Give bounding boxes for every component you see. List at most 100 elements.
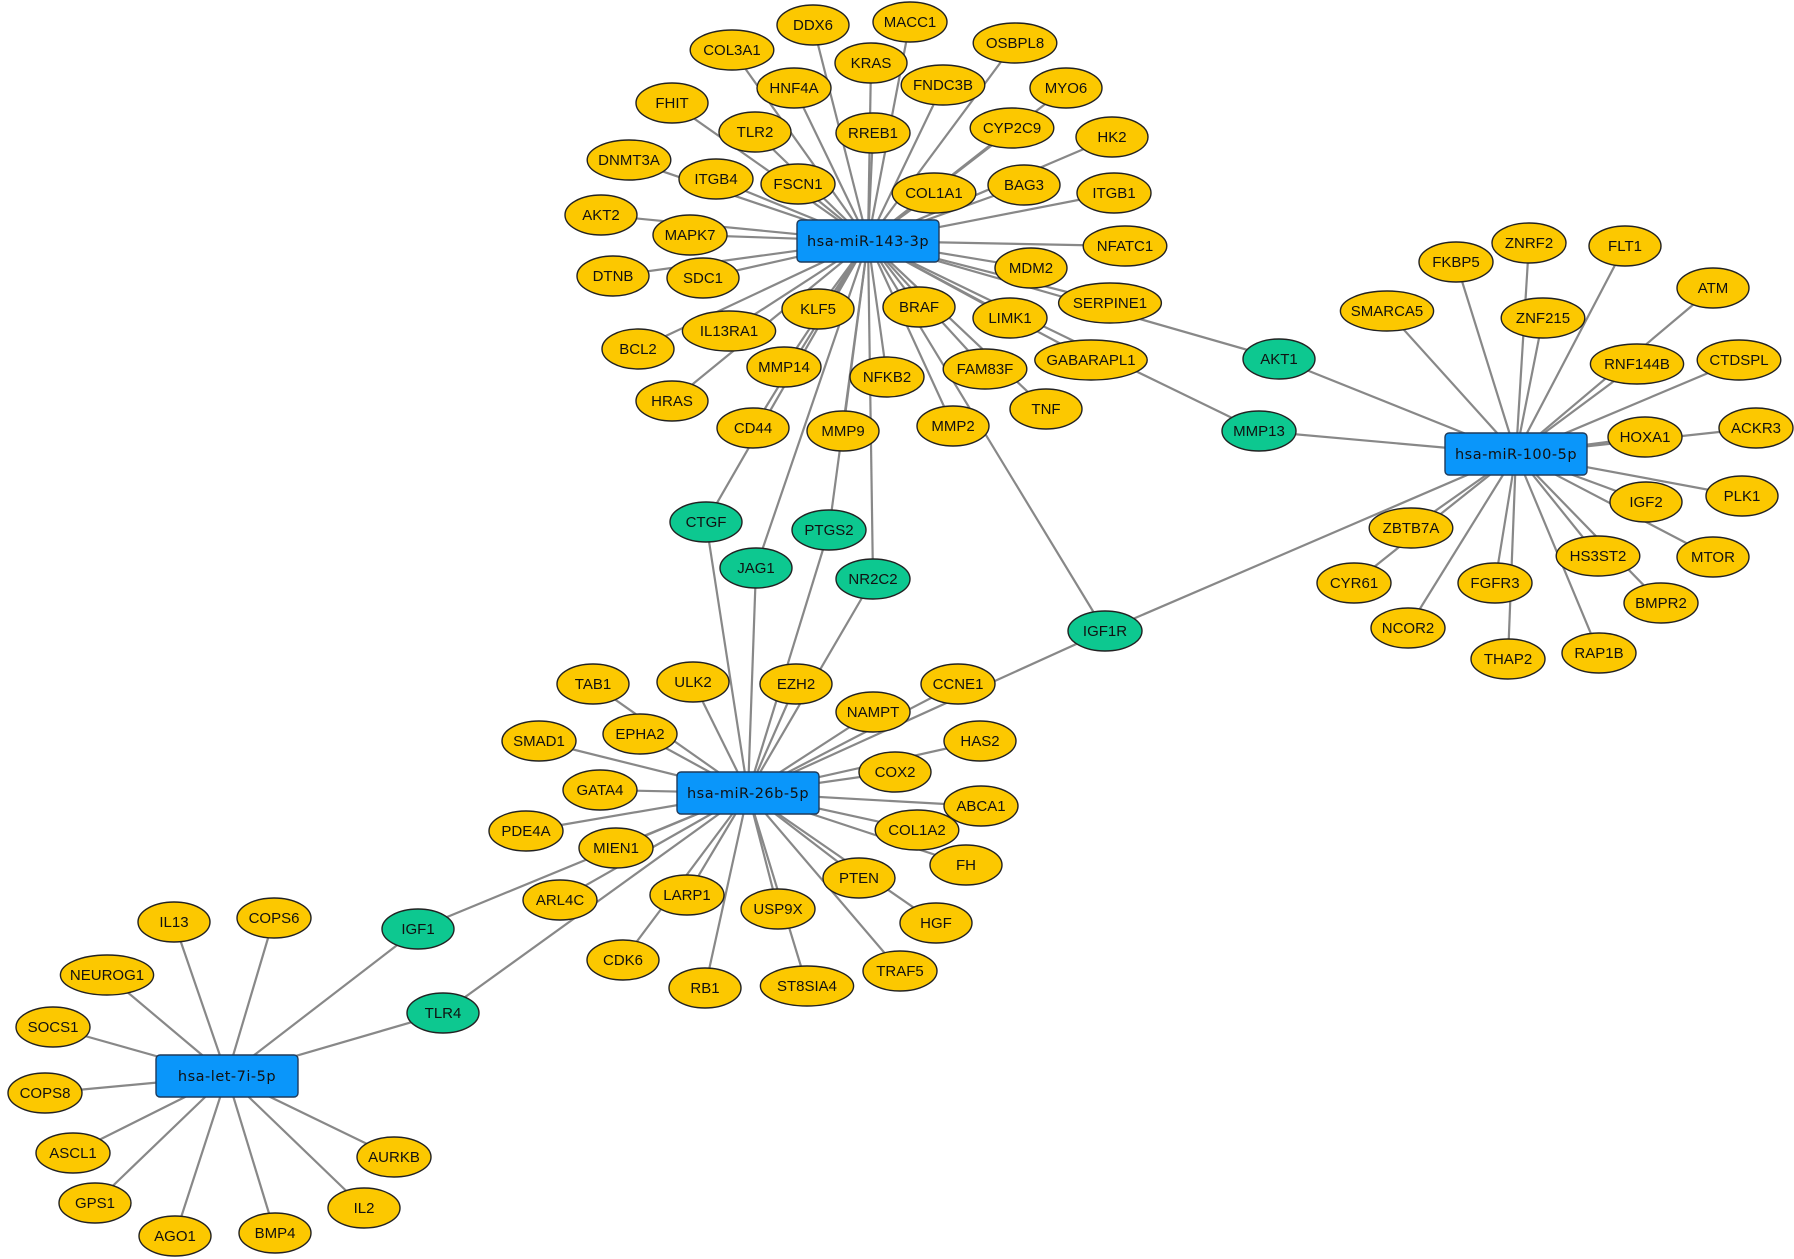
target-node-bmpr2[interactable]: BMPR2 bbox=[1623, 582, 1699, 624]
target-node-fam83f[interactable]: FAM83F bbox=[942, 348, 1028, 390]
target-node-mien1[interactable]: MIEN1 bbox=[578, 827, 654, 869]
target-node-abca1[interactable]: ABCA1 bbox=[943, 785, 1019, 827]
target-node-plk1[interactable]: PLK1 bbox=[1705, 475, 1779, 517]
target-node-gata4[interactable]: GATA4 bbox=[562, 769, 638, 811]
target-node-flt1[interactable]: FLT1 bbox=[1588, 225, 1662, 267]
target-node-cyr61[interactable]: CYR61 bbox=[1316, 562, 1392, 604]
target-node-cox2[interactable]: COX2 bbox=[858, 751, 932, 793]
shared-target-node-ptgs2[interactable]: PTGS2 bbox=[791, 509, 867, 551]
shared-target-node-mmp13[interactable]: MMP13 bbox=[1221, 410, 1297, 452]
target-node-larp1[interactable]: LARP1 bbox=[649, 874, 725, 916]
target-node-nampt[interactable]: NAMPT bbox=[835, 691, 911, 733]
target-node-pten[interactable]: PTEN bbox=[822, 857, 896, 899]
target-node-thap2[interactable]: THAP2 bbox=[1470, 638, 1546, 680]
target-node-hgf[interactable]: HGF bbox=[899, 902, 973, 944]
target-node-bcl2[interactable]: BCL2 bbox=[601, 328, 675, 370]
target-node-rnf144b[interactable]: RNF144B bbox=[1589, 343, 1685, 385]
target-node-tnf[interactable]: TNF bbox=[1009, 388, 1083, 430]
target-node-il2[interactable]: IL2 bbox=[327, 1187, 401, 1229]
target-node-limk1[interactable]: LIMK1 bbox=[972, 297, 1048, 339]
target-node-myo6[interactable]: MYO6 bbox=[1029, 67, 1103, 109]
target-node-col1a1[interactable]: COL1A1 bbox=[891, 172, 977, 214]
shared-target-node-ctgf[interactable]: CTGF bbox=[669, 501, 743, 543]
target-node-mdm2[interactable]: MDM2 bbox=[994, 247, 1068, 289]
target-node-usp9x[interactable]: USP9X bbox=[740, 888, 816, 930]
target-node-bmp4[interactable]: BMP4 bbox=[238, 1212, 312, 1254]
target-node-hras[interactable]: HRAS bbox=[635, 380, 709, 422]
target-node-cyp2c9[interactable]: CYP2C9 bbox=[969, 107, 1055, 149]
target-node-serpine1[interactable]: SERPINE1 bbox=[1057, 282, 1163, 324]
target-node-neurog1[interactable]: NEUROG1 bbox=[59, 954, 155, 996]
mirna-node-hsa-mir-143-3p[interactable]: hsa-miR-143-3p bbox=[796, 219, 940, 263]
target-node-mtor[interactable]: MTOR bbox=[1676, 536, 1750, 578]
target-node-cdk6[interactable]: CDK6 bbox=[586, 939, 660, 981]
target-node-cops8[interactable]: COPS8 bbox=[7, 1072, 83, 1114]
target-node-col3a1[interactable]: COL3A1 bbox=[689, 29, 775, 71]
target-node-itgb1[interactable]: ITGB1 bbox=[1076, 172, 1152, 214]
target-node-arl4c[interactable]: ARL4C bbox=[522, 879, 598, 921]
target-node-col1a2[interactable]: COL1A2 bbox=[874, 809, 960, 851]
target-node-mmp14[interactable]: MMP14 bbox=[746, 346, 822, 388]
target-node-has2[interactable]: HAS2 bbox=[943, 720, 1017, 762]
target-node-socs1[interactable]: SOCS1 bbox=[15, 1006, 91, 1048]
target-node-ddx6[interactable]: DDX6 bbox=[776, 4, 850, 46]
shared-target-node-jag1[interactable]: JAG1 bbox=[719, 547, 793, 589]
target-node-klf5[interactable]: KLF5 bbox=[781, 288, 855, 330]
target-node-traf5[interactable]: TRAF5 bbox=[862, 950, 938, 992]
shared-target-node-akt1[interactable]: AKT1 bbox=[1242, 338, 1316, 380]
target-node-osbpl8[interactable]: OSBPL8 bbox=[972, 22, 1058, 64]
target-node-bag3[interactable]: BAG3 bbox=[987, 164, 1061, 206]
target-node-rreb1[interactable]: RREB1 bbox=[835, 112, 911, 154]
target-node-cd44[interactable]: CD44 bbox=[716, 407, 790, 449]
target-node-fndc3b[interactable]: FNDC3B bbox=[900, 64, 986, 106]
target-node-fgfr3[interactable]: FGFR3 bbox=[1457, 562, 1533, 604]
target-node-ncor2[interactable]: NCOR2 bbox=[1370, 607, 1446, 649]
target-node-fh[interactable]: FH bbox=[929, 844, 1003, 886]
target-node-rb1[interactable]: RB1 bbox=[668, 967, 742, 1009]
target-node-nfatc1[interactable]: NFATC1 bbox=[1082, 225, 1168, 267]
target-node-igf2[interactable]: IGF2 bbox=[1609, 481, 1683, 523]
target-node-ezh2[interactable]: EZH2 bbox=[759, 663, 833, 705]
target-node-macc1[interactable]: MACC1 bbox=[872, 1, 948, 43]
target-node-akt2[interactable]: AKT2 bbox=[564, 194, 638, 236]
target-node-hoxa1[interactable]: HOXA1 bbox=[1607, 416, 1683, 458]
target-node-mmp9[interactable]: MMP9 bbox=[806, 410, 880, 452]
target-node-znrf2[interactable]: ZNRF2 bbox=[1491, 222, 1567, 264]
target-node-smarca5[interactable]: SMARCA5 bbox=[1339, 290, 1435, 332]
target-node-pde4a[interactable]: PDE4A bbox=[488, 810, 564, 852]
target-node-ctdspl[interactable]: CTDSPL bbox=[1696, 339, 1782, 381]
target-node-cops6[interactable]: COPS6 bbox=[236, 897, 312, 939]
shared-target-node-tlr4[interactable]: TLR4 bbox=[406, 992, 480, 1034]
target-node-dtnb[interactable]: DTNB bbox=[576, 255, 650, 297]
target-node-sdc1[interactable]: SDC1 bbox=[666, 257, 740, 299]
target-node-ulk2[interactable]: ULK2 bbox=[656, 661, 730, 703]
target-node-rap1b[interactable]: RAP1B bbox=[1561, 632, 1637, 674]
target-node-ccne1[interactable]: CCNE1 bbox=[920, 663, 996, 705]
target-node-hs3st2[interactable]: HS3ST2 bbox=[1555, 535, 1641, 577]
target-node-braf[interactable]: BRAF bbox=[882, 286, 956, 328]
target-node-tab1[interactable]: TAB1 bbox=[556, 663, 630, 705]
target-node-gabarapl1[interactable]: GABARAPL1 bbox=[1034, 339, 1148, 381]
target-node-atm[interactable]: ATM bbox=[1676, 267, 1750, 309]
target-node-gps1[interactable]: GPS1 bbox=[58, 1182, 132, 1224]
target-node-ascl1[interactable]: ASCL1 bbox=[35, 1132, 111, 1174]
target-node-il13[interactable]: IL13 bbox=[137, 901, 211, 943]
target-node-st8sia4[interactable]: ST8SIA4 bbox=[759, 965, 855, 1007]
target-node-aurkb[interactable]: AURKB bbox=[356, 1136, 432, 1178]
target-node-ago1[interactable]: AGO1 bbox=[138, 1215, 212, 1257]
target-node-nfkb2[interactable]: NFKB2 bbox=[849, 356, 925, 398]
mirna-node-hsa-let-7i-5p[interactable]: hsa-let-7i-5p bbox=[155, 1054, 299, 1098]
target-node-il13ra1[interactable]: IL13RA1 bbox=[681, 310, 777, 352]
target-node-zbtb7a[interactable]: ZBTB7A bbox=[1368, 507, 1454, 549]
target-node-hnf4a[interactable]: HNF4A bbox=[756, 67, 832, 109]
target-node-hk2[interactable]: HK2 bbox=[1075, 116, 1149, 158]
shared-target-node-igf1[interactable]: IGF1 bbox=[381, 908, 455, 950]
target-node-mmp2[interactable]: MMP2 bbox=[916, 405, 990, 447]
target-node-znf215[interactable]: ZNF215 bbox=[1500, 297, 1586, 339]
target-node-dnmt3a[interactable]: DNMT3A bbox=[586, 139, 672, 181]
mirna-node-hsa-mir-100-5p[interactable]: hsa-miR-100-5p bbox=[1444, 432, 1588, 476]
shared-target-node-nr2c2[interactable]: NR2C2 bbox=[835, 558, 911, 600]
target-node-smad1[interactable]: SMAD1 bbox=[501, 720, 577, 762]
mirna-node-hsa-mir-26b-5p[interactable]: hsa-miR-26b-5p bbox=[676, 771, 820, 815]
target-node-mapk7[interactable]: MAPK7 bbox=[652, 214, 728, 256]
